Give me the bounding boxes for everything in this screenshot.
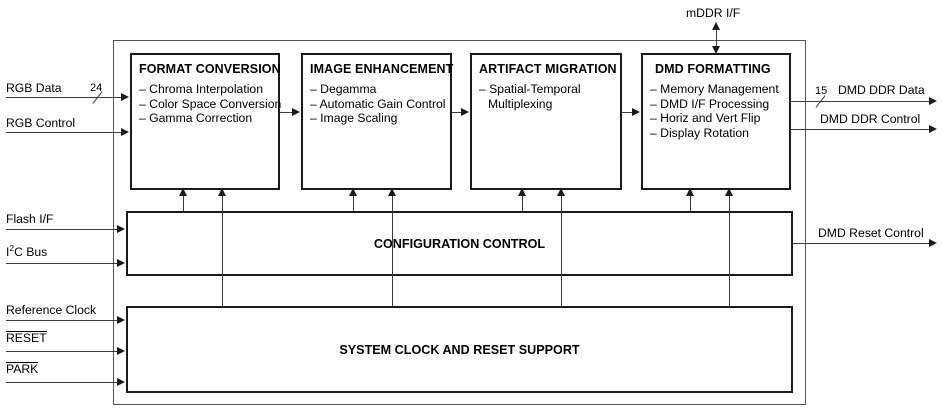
block-configuration-control-title: CONFIGURATION CONTROL [373,237,546,251]
list-item: – Degamma [310,82,377,96]
block-image-enhancement-items: – Degamma – Automatic Gain Control – Ima… [310,82,445,126]
signal-reset [6,351,119,352]
label-park: PARK [6,362,39,376]
list-item: – Color Space Conversion [139,96,282,111]
arrowhead-cfg-to-fc-a [178,188,187,196]
signal-flash-if [6,229,119,230]
block-format-conversion-items: – Chroma Interpolation – Color Space Con… [139,82,281,126]
connector-am-to-dmd [622,112,633,113]
block-format-conversion-title: FORMAT CONVERSION [139,62,281,76]
arrowhead-i2c-bus [117,258,125,267]
label-i2c-bus-text: I2C Bus [6,242,48,259]
label-park-text: PARK [6,362,39,376]
connector-cfg-to-dmd-b [729,195,730,306]
block-artifact-migration-items: – Spatial-Temporal Multiplexing [479,82,581,111]
block-dmd-formatting-title: DMD FORMATTING [655,62,771,76]
connector-cfg-to-ie-b [392,195,393,306]
arrowhead-fc-to-ie [292,107,300,116]
block-system-clock-reset-title: SYSTEM CLOCK AND RESET SUPPORT [339,343,580,357]
arrowhead-mddr-if-down [711,46,720,54]
label-reference-clock: Reference Clock [6,303,97,317]
connector-cfg-to-fc-b [222,195,223,306]
label-reset: RESET [6,331,47,345]
chip-boundary [113,40,806,405]
connector-fc-to-ie [280,112,293,113]
arrowhead-dmd-reset-control [929,238,937,247]
arrowhead-dmd-ddr-control [929,124,937,133]
label-flash-if: Flash I/F [6,212,54,226]
arrowhead-cfg-to-dmd-b [724,188,733,196]
label-reset-text: RESET [6,331,47,345]
list-item: – Horiz and Vert Flip [650,111,761,126]
arrowhead-park [117,377,125,386]
arrowhead-reset [117,346,125,355]
arrowhead-mddr-if-up [711,22,720,30]
arrowhead-cfg-to-ie-a [348,188,357,196]
block-image-enhancement[interactable] [301,53,452,190]
label-rgb-data: RGB Data [6,81,62,95]
signal-park [6,382,119,383]
block-dmd-formatting[interactable] [641,53,791,190]
connector-ie-to-am [452,112,462,113]
arrowhead-rgb-control [121,127,129,136]
arrowhead-reference-clock [117,315,125,324]
arrowhead-rgb-data [121,92,129,101]
connector-cfg-to-dmd-a [690,195,691,211]
block-image-enhancement-title: IMAGE ENHANCEMENT [310,62,454,76]
arrowhead-cfg-to-am-a [517,188,526,196]
label-mddr-if: mDDR I/F [686,6,741,20]
signal-rgb-data [6,97,123,98]
block-configuration-control[interactable] [126,211,793,276]
connector-cfg-to-fc-a [183,195,184,211]
signal-dmd-ddr-control [791,129,931,130]
arrowhead-cfg-to-ie-b [387,188,396,196]
signal-dmd-ddr-data [791,101,931,102]
block-artifact-migration-title: ARTIFACT MIGRATION [479,62,617,76]
signal-rgb-control [6,132,123,133]
list-item: – DMD I/F Processing [650,96,770,111]
label-dmd-ddr-data-width: 15 [815,85,828,97]
list-item: Multiplexing [488,96,553,111]
block-artifact-migration[interactable] [470,53,622,190]
list-item: – Gamma Correction [139,111,253,126]
arrowhead-ie-to-am [461,107,469,116]
list-item: – Automatic Gain Control [310,96,446,111]
label-rgb-control: RGB Control [6,116,76,130]
signal-i2c-bus [6,263,119,264]
arrowhead-dmd-ddr-data [929,96,937,105]
label-dmd-ddr-control: DMD DDR Control [820,112,921,126]
signal-dmd-reset-control [793,243,931,244]
arrowhead-cfg-to-am-b [556,188,565,196]
arrowhead-cfg-to-fc-b [217,188,226,196]
label-rgb-data-width: 24 [90,82,103,94]
block-format-conversion[interactable] [130,53,280,190]
label-i2c-bus: I2C Bus [6,242,48,259]
label-dmd-ddr-data: DMD DDR Data [838,83,925,97]
connector-cfg-to-am-a [522,195,523,211]
block-dmd-formatting-items: – Memory Management – DMD I/F Processing… [650,82,779,140]
signal-reference-clock [6,320,119,321]
arrowhead-am-to-dmd [632,107,640,116]
label-dmd-reset-control: DMD Reset Control [818,226,924,240]
list-item: – Spatial-Temporal [479,82,581,96]
connector-cfg-to-ie-a [353,195,354,211]
block-system-clock-reset[interactable] [126,306,793,393]
connector-cfg-to-am-b [561,195,562,306]
list-item: – Image Scaling [310,111,398,126]
list-item: – Chroma Interpolation [139,82,263,96]
arrowhead-cfg-to-dmd-a [685,188,694,196]
list-item: – Memory Management [650,82,779,96]
connector-mddr-if [716,24,717,54]
list-item: – Display Rotation [650,125,749,140]
arrowhead-flash-if [117,224,125,233]
